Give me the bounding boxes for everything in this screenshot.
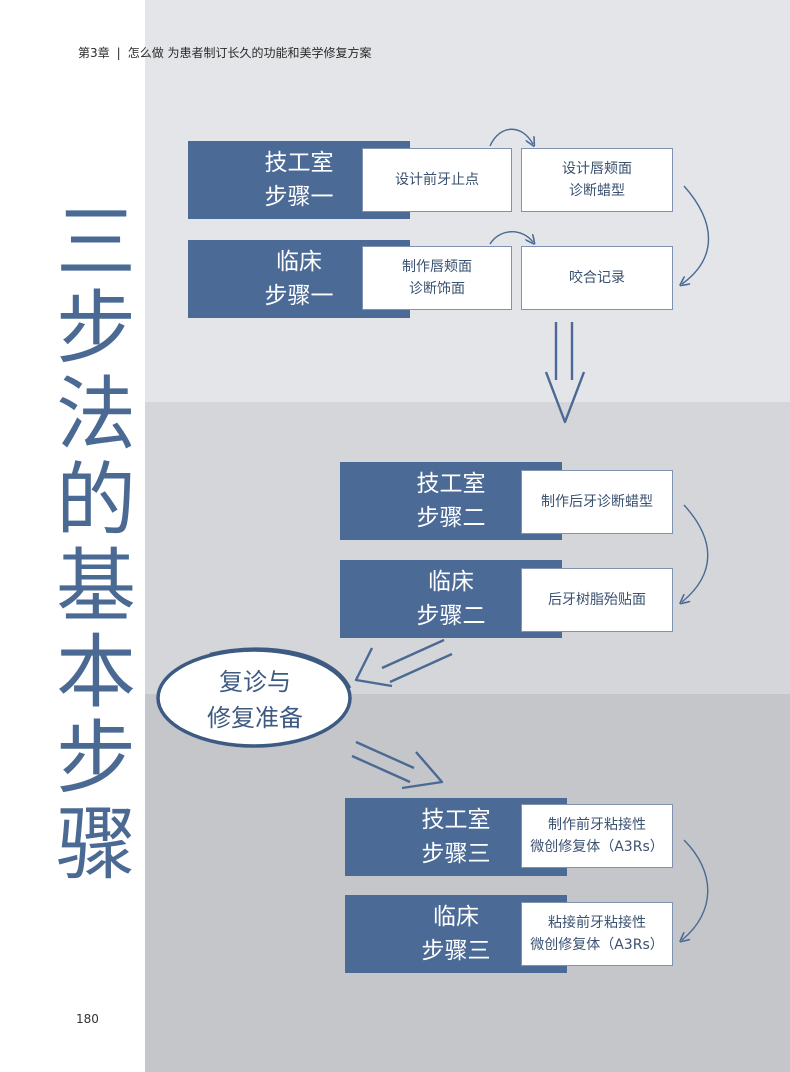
step-clinic-2-line1: 临床	[428, 569, 474, 595]
revisit-oval	[156, 648, 352, 748]
page-number: 180	[76, 1012, 99, 1026]
hook-arrow-2	[489, 231, 533, 244]
step-lab-3-line1: 技工室	[421, 807, 491, 833]
step-clinic-2-line2: 步骤二	[416, 603, 486, 629]
note-design-labial-waxup: 设计唇颊面 诊断蜡型	[521, 148, 673, 212]
note-2-line2: 诊断蜡型	[569, 183, 625, 199]
note-make-labial-mockup: 制作唇颊面 诊断饰面	[362, 246, 512, 310]
note-6-line1: 后牙树脂殆贴面	[548, 592, 646, 608]
note-8-line2: 微创修复体（A3Rs）	[530, 937, 664, 953]
step-lab-1-line2: 步骤一	[264, 184, 334, 210]
note-8-line1: 粘接前牙粘接性	[548, 915, 646, 931]
note-1-line1: 设计前牙止点	[395, 172, 479, 188]
curve-arrow-2	[682, 504, 709, 602]
curve-arrow-3	[682, 839, 709, 940]
chapter-subtitle: 怎么做 为患者制订长久的功能和美学修复方案	[127, 46, 372, 60]
note-3-line2: 诊断饰面	[409, 281, 465, 297]
note-5-line1: 制作后牙诊断蜡型	[541, 494, 653, 510]
oval-line1: 复诊与	[219, 668, 291, 696]
double-arrow-from-oval	[351, 740, 444, 790]
double-arrow-to-oval	[354, 638, 453, 688]
vertical-title: 三步法的基本步骤	[56, 196, 136, 891]
step-clinic-1-line1: 临床	[276, 249, 322, 275]
hook-arrow-1	[489, 128, 533, 146]
note-3-line1: 制作唇颊面	[402, 259, 472, 275]
step-clinic-1-line2: 步骤一	[264, 283, 334, 309]
double-down-arrow	[544, 322, 586, 424]
note-posterior-resin-overlay: 后牙树脂殆贴面	[521, 568, 673, 632]
note-2-line1: 设计唇颊面	[562, 161, 632, 177]
oval-stroke-overlap	[209, 647, 352, 689]
chapter-label: 第3章	[78, 46, 110, 60]
note-bite-record: 咬合记录	[521, 246, 673, 310]
background-band-bottom	[145, 694, 790, 1072]
note-make-a3rs: 制作前牙粘接性 微创修复体（A3Rs）	[521, 804, 673, 868]
oval-line2: 修复准备	[207, 704, 303, 732]
note-design-anterior-stops: 设计前牙止点	[362, 148, 512, 212]
header-separator: |	[116, 46, 121, 60]
running-header: 第3章 | 怎么做 为患者制订长久的功能和美学修复方案	[78, 44, 372, 61]
revisit-oval-label: 复诊与 修复准备	[170, 664, 340, 736]
background-band-middle	[145, 402, 790, 694]
note-7-line2: 微创修复体（A3Rs）	[530, 839, 664, 855]
curve-arrow-1	[682, 185, 710, 284]
step-lab-3-line2: 步骤三	[421, 841, 491, 867]
step-lab-2-line1: 技工室	[416, 471, 486, 497]
step-lab-1-line1: 技工室	[264, 150, 334, 176]
step-clinic-3-line1: 临床	[433, 904, 479, 930]
step-clinic-3-line2: 步骤三	[421, 938, 491, 964]
note-7-line1: 制作前牙粘接性	[548, 817, 646, 833]
note-posterior-waxup: 制作后牙诊断蜡型	[521, 470, 673, 534]
note-bond-a3rs: 粘接前牙粘接性 微创修复体（A3Rs）	[521, 902, 673, 966]
note-4-line1: 咬合记录	[569, 270, 625, 286]
step-lab-2-line2: 步骤二	[416, 505, 486, 531]
